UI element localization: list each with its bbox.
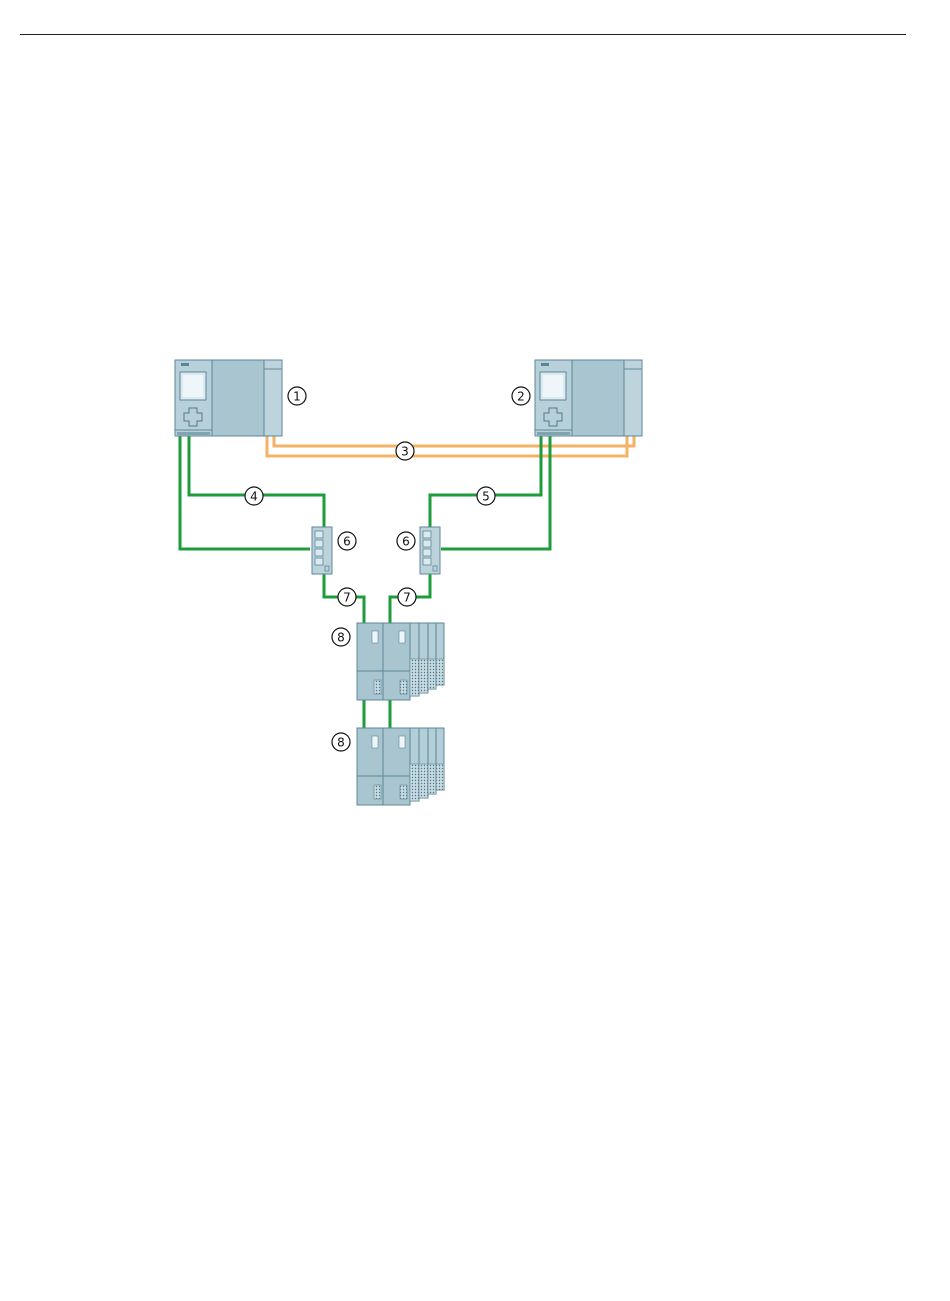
cpu-module-icon xyxy=(175,360,282,436)
svg-text:2: 2 xyxy=(517,390,525,404)
svg-text:7: 7 xyxy=(403,591,411,605)
cable-cpu2-switch-right-a xyxy=(430,436,541,527)
io-station-icon xyxy=(357,728,444,805)
svg-text:6: 6 xyxy=(343,535,351,549)
callout-8-top: 8 xyxy=(332,628,350,646)
io-station-icon xyxy=(357,623,444,700)
cable-cpu2-switch-right-b xyxy=(441,436,550,549)
network-switch-icon xyxy=(420,527,440,574)
callout-5: 5 xyxy=(477,487,495,505)
cable-cpu1-switch-left-a xyxy=(189,436,324,527)
cpu-module-icon xyxy=(535,360,642,436)
callout-7-left: 7 xyxy=(338,588,356,606)
callout-1: 1 xyxy=(288,387,306,405)
callout-3: 3 xyxy=(396,442,414,460)
svg-text:8: 8 xyxy=(337,631,345,645)
callout-6-left: 6 xyxy=(338,532,356,550)
callout-4: 4 xyxy=(245,487,263,505)
svg-text:6: 6 xyxy=(402,535,410,549)
callout-2: 2 xyxy=(512,387,530,405)
callout-7-right: 7 xyxy=(398,588,416,606)
callout-6-right: 6 xyxy=(397,532,415,550)
svg-text:4: 4 xyxy=(250,490,258,504)
svg-text:3: 3 xyxy=(401,445,409,459)
sync-cable xyxy=(267,436,634,456)
svg-text:1: 1 xyxy=(293,390,301,404)
cable-cpu1-switch-left-b xyxy=(180,436,310,549)
svg-text:8: 8 xyxy=(337,736,345,750)
callout-8-bottom: 8 xyxy=(332,733,350,751)
svg-text:7: 7 xyxy=(343,591,351,605)
svg-text:5: 5 xyxy=(482,490,490,504)
network-switch-icon xyxy=(312,527,332,574)
